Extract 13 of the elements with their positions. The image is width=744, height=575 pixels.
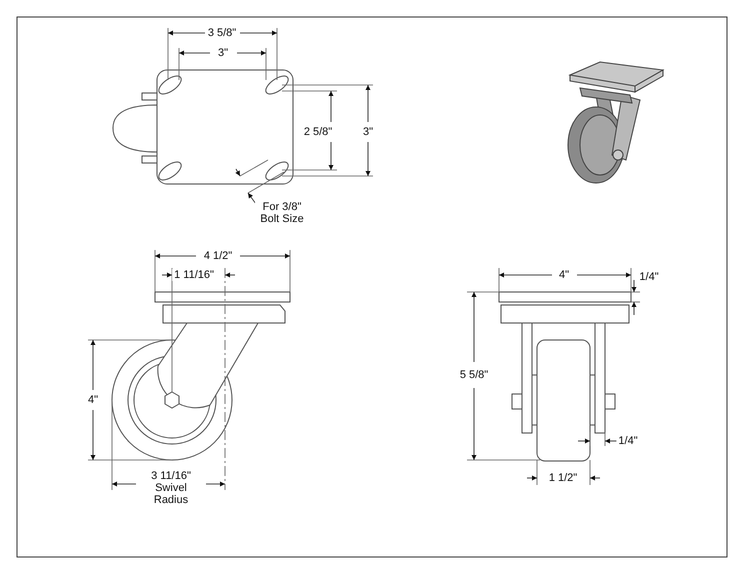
dimension-label: 1 1/2" [546, 472, 580, 484]
dimension-label: 3 5/8" [206, 27, 238, 39]
dimension-label: 5 5/8" [458, 369, 490, 381]
dimension-label: 3 11/16" Swivel Radius [136, 470, 206, 506]
dimension-label: 3" [360, 126, 376, 138]
dimension-label: 3" [216, 47, 230, 59]
dimension-label: 1/4" [637, 271, 661, 283]
dimension-label: 4 1/2" [202, 250, 234, 262]
dimension-label: 4" [86, 394, 100, 406]
dimension-label: 4" [556, 269, 572, 281]
dimension-label: 2 5/8" [302, 126, 334, 138]
dimension-label: 1/4" [616, 435, 640, 447]
dimension-label: 1 11/16" [172, 269, 216, 281]
